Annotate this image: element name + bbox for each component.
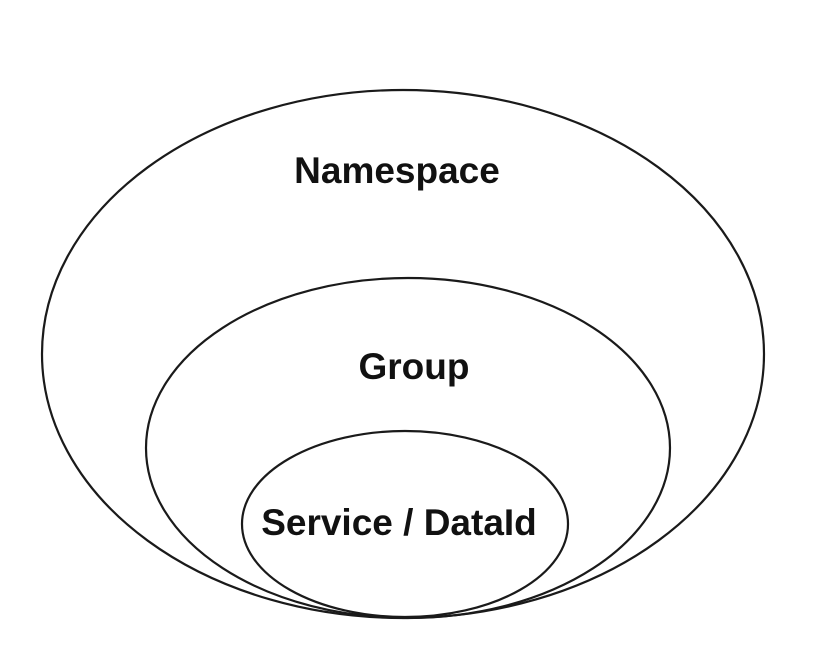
inner-ellipse-service-dataid bbox=[240, 429, 570, 619]
service-dataid-label: Service / DataId bbox=[261, 502, 537, 543]
middle-ellipse-group bbox=[144, 276, 672, 620]
group-label: Group bbox=[359, 346, 470, 387]
namespace-label: Namespace bbox=[294, 150, 500, 191]
